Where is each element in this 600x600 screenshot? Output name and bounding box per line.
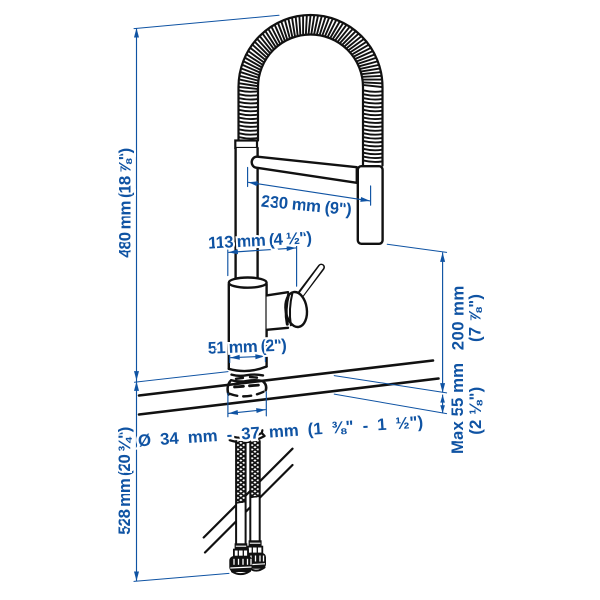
svg-text:Max 55 mm: Max 55 mm (448, 363, 467, 454)
svg-text:51 mm (2"): 51 mm (2") (207, 336, 287, 358)
svg-text:480 mm (18 ⅞"): 480 mm (18 ⅞") (115, 148, 134, 258)
svg-text:528 mm (20 ¾"): 528 mm (20 ¾") (115, 427, 134, 535)
svg-text:(7 ⅞"): (7 ⅞") (465, 294, 484, 342)
svg-text:200 mm: 200 mm (449, 286, 468, 351)
svg-text:(2 ⅛"): (2 ⅛") (466, 387, 485, 435)
